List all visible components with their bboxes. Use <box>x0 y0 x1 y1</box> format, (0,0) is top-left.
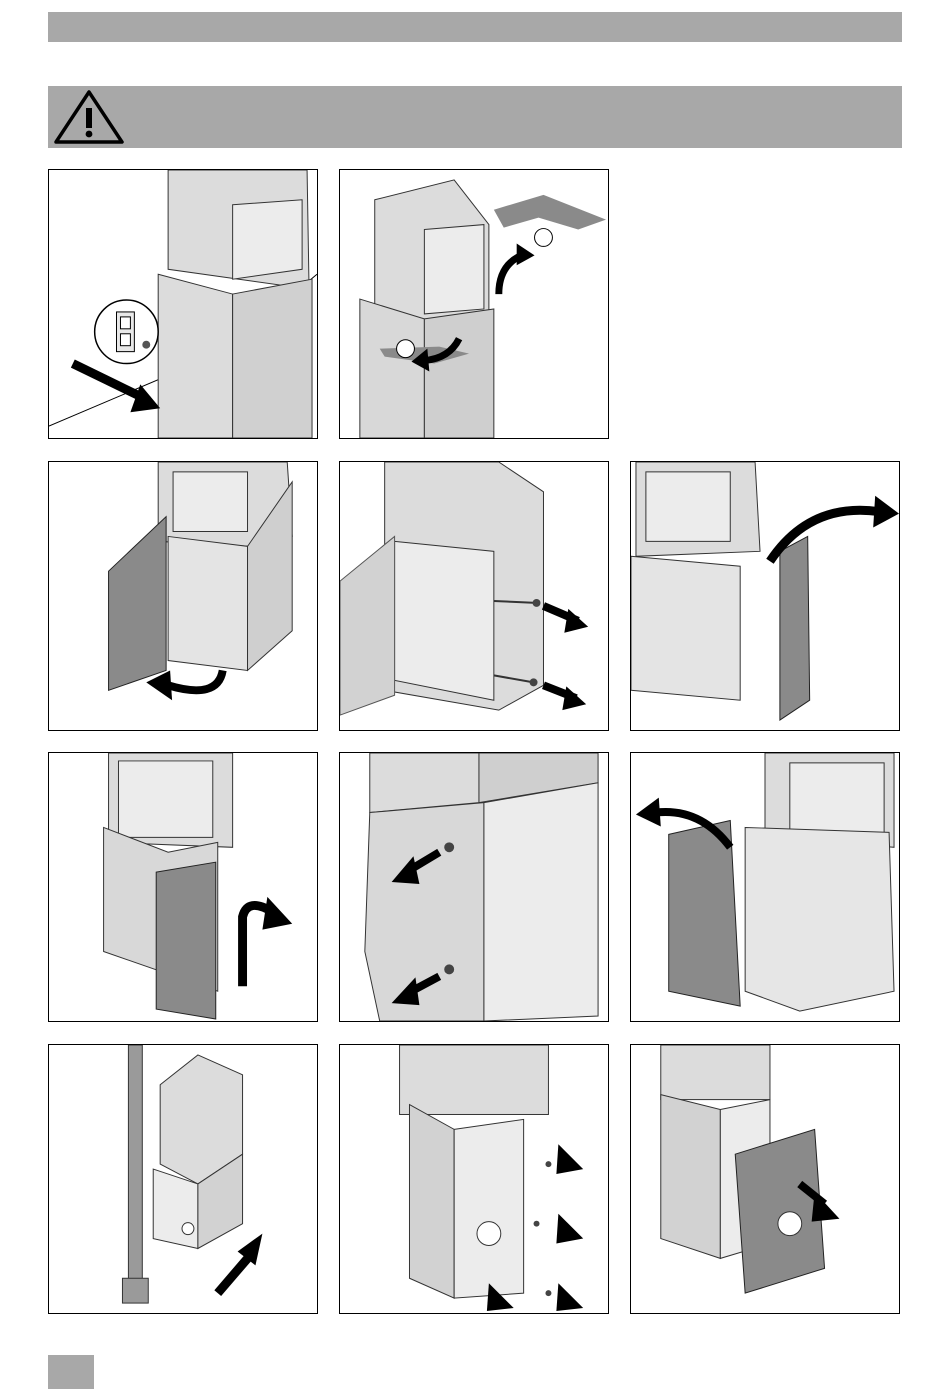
step-7-unscrew-side <box>339 752 609 1022</box>
step-1-disconnect-power <box>48 169 318 439</box>
warning-triangle-icon <box>52 88 126 146</box>
step-5-remove-side-panel <box>630 461 900 731</box>
step-2-remove-top-plate <box>339 169 609 439</box>
step-6-lift-side-panel <box>48 752 318 1022</box>
page-number-tab <box>48 1355 94 1389</box>
step-8-remove-opposite-panel <box>630 752 900 1022</box>
step-9-detach-flue <box>48 1044 318 1314</box>
step-11-remove-back-panel <box>630 1044 900 1314</box>
step-3-open-door <box>48 461 318 731</box>
warning-banner <box>48 86 902 148</box>
step-10-remove-back-screws <box>339 1044 609 1314</box>
header-bar <box>48 12 902 42</box>
step-4-remove-screws <box>339 461 609 731</box>
